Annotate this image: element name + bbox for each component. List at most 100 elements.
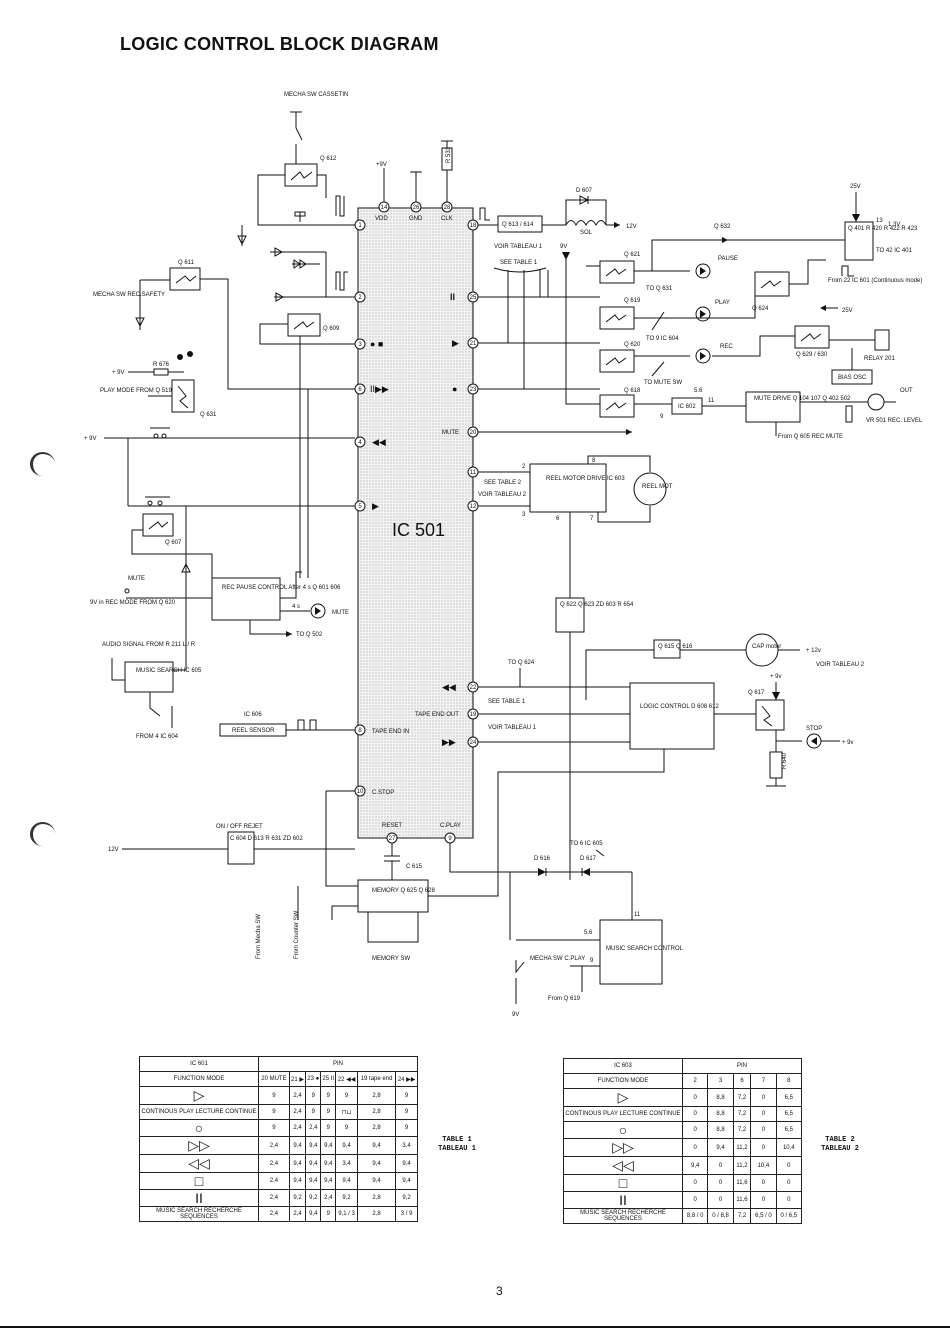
audio-signal-label: AUDIO SIGNAL FROM R 211 L / R <box>102 642 196 648</box>
table-cell: 9 <box>258 1104 290 1120</box>
v12r-label: + 12v <box>806 648 821 654</box>
out-label: OUT <box>900 388 913 394</box>
to42-label: TO 42 IC 401 <box>876 248 913 254</box>
to-q502-label: TO Q 502 <box>296 632 323 638</box>
d617-label: D 617 <box>580 856 597 862</box>
to9ic604-label: TO 9 IC 604 <box>646 336 679 342</box>
sol-label: SOL <box>580 230 593 236</box>
table-cell: 9 <box>305 1086 322 1105</box>
pin-symbol: TAPE END OUT <box>415 712 459 718</box>
table-cell: 0 <box>681 1138 709 1157</box>
page-title: LOGIC CONTROL BLOCK DIAGRAM <box>120 34 439 54</box>
n6-label: 6 <box>556 516 560 522</box>
pin-number: 27 <box>389 836 396 842</box>
q615-label: Q 615 Q 616 <box>658 644 693 650</box>
pin-number: 14 <box>381 205 388 211</box>
table1-col: 25 II <box>320 1071 337 1087</box>
table-cell: 7,2 <box>732 1106 752 1122</box>
pin-symbol: ● ■ <box>370 339 383 349</box>
pin-number: 9 <box>448 836 452 842</box>
table-cell: 9,4 <box>356 1154 397 1173</box>
mute-led-label: MUTE <box>332 610 349 616</box>
table-cell: 9,4 <box>395 1172 418 1190</box>
pin-number: 25 <box>470 295 477 301</box>
reel-drive-label: REEL MOTOR DRIVE IC 603 <box>546 476 625 482</box>
v25b-label: 25V <box>842 308 853 314</box>
top-pins: 14 26 28 <box>378 140 453 213</box>
table-cell: 0 <box>775 1174 803 1192</box>
pin-number: 4 <box>358 440 362 446</box>
table-cell: 0 <box>681 1106 709 1122</box>
rec-mode-label: 9V in REC MODE FROM Q 620 <box>90 600 176 606</box>
c615-label: C 615 <box>406 864 423 870</box>
table-cell: 9 <box>320 1086 337 1105</box>
rec-pause-label: REC PAUSE CONTROL After 4 s Q 601 606 <box>222 585 341 591</box>
right-pins: 18 25 II 21 ▶ 23 ● 20 MUTE 11 12 22 ◀◀ 1… <box>415 219 479 748</box>
d607-label: D 607 <box>576 188 593 194</box>
n2-label: 2 <box>522 464 526 470</box>
pin-number: 12 <box>470 504 477 510</box>
pin-number: 6 <box>358 387 362 393</box>
table-cell: 9,4 <box>335 1136 358 1155</box>
c604-label: C 604 D 613 R 631 ZD 602 <box>230 836 303 842</box>
left-pins: 1 2 3 ● ■ 6 II▶▶ 4 ◀◀ 5 ▶ 8 TAPE END IN … <box>354 219 409 797</box>
table1-col: 19 tape end <box>356 1071 397 1087</box>
reel-sensor-label: REEL SENSOR <box>232 728 275 734</box>
table-cell: 0 <box>750 1121 777 1139</box>
table-cell: 2,8 <box>356 1189 397 1207</box>
table-cell: 7,2 <box>732 1088 752 1107</box>
table-cell: 9,4 <box>395 1154 418 1173</box>
table-cell: 0 <box>750 1088 777 1107</box>
pin-symbol: TAPE END IN <box>372 729 409 735</box>
table-cell: 8,8 / 0 <box>681 1208 709 1224</box>
pin-number: 18 <box>470 223 477 229</box>
mode-cell: □ <box>139 1172 259 1190</box>
q613-label: Q 613 / 614 <box>502 222 534 228</box>
mecha-cplay-label: MECHA SW C.PLAY <box>530 956 585 962</box>
from22-label: From 22 IC 601 (Continuous mode) <box>828 278 922 284</box>
table-cell: 9,4 <box>320 1154 337 1173</box>
table-cell: 0 / 6,5 <box>775 1208 803 1224</box>
v25-label: 25V <box>850 184 861 190</box>
cap-motor-icon <box>745 633 779 667</box>
n3-label: 3 <box>522 512 526 518</box>
table-cell: 9 <box>258 1086 290 1105</box>
binder-hole-mark <box>30 822 55 846</box>
mode-cell: II <box>563 1191 683 1209</box>
bias-label: BIAS OSC <box>838 375 867 381</box>
table-cell: 9,4 <box>320 1172 337 1190</box>
binder-hole-mark <box>30 452 55 476</box>
ic602-label: IC 602 <box>678 404 696 410</box>
pin-symbol: C.PLAY <box>440 823 461 829</box>
pin-number: 19 <box>470 712 477 718</box>
table-cell: 10,4 <box>775 1138 803 1157</box>
table2-ic: IC 603 <box>563 1058 683 1074</box>
r676-resistor <box>153 368 169 376</box>
table-cell: 6,5 <box>775 1121 803 1139</box>
table-cell: 0 <box>750 1138 777 1157</box>
from-counter-label: From Counter SW <box>294 910 300 959</box>
table-cell: 0 <box>681 1121 709 1139</box>
table-cell: 9 <box>395 1104 418 1120</box>
rec-pause-box <box>211 577 281 621</box>
table-cell: 8,8 <box>707 1121 734 1139</box>
pin-number: 3 <box>358 342 362 348</box>
pin-number: 24 <box>470 740 477 746</box>
table2-col: 8 <box>775 1073 803 1089</box>
n56b-label: 5.6 <box>584 930 593 936</box>
pin-number: 26 <box>413 205 420 211</box>
ic606-label: IC 606 <box>244 712 262 718</box>
rec-label: REC <box>720 344 733 350</box>
pin-number: 21 <box>470 341 477 347</box>
mode-cell: CONTINOUS PLAY LECTURE CONTINUE <box>139 1104 259 1120</box>
table-cell: 9,1 / 3 <box>335 1206 358 1222</box>
table-cell: 9 <box>335 1086 358 1105</box>
on-off-label: ON / OFF REJET <box>216 824 263 830</box>
v9d-label: + 9v <box>842 740 854 746</box>
table-cell: 2,8 <box>356 1206 397 1222</box>
